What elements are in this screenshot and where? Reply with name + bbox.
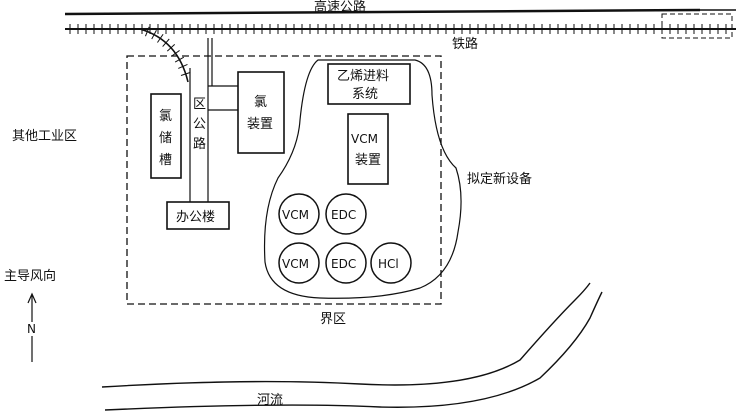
vessel-vcm-1: VCM <box>278 193 320 235</box>
chlorine-unit-line-2: 装置 <box>247 117 273 132</box>
vessel-edc-2: EDC <box>325 242 367 284</box>
highway: 高速公路 <box>64 0 736 16</box>
vessel-vcm-2-label: VCM <box>282 257 309 271</box>
office-building: 办公楼 <box>166 201 230 230</box>
chlorine-tank-char-3: 槽 <box>159 153 172 168</box>
ethylene-feed-system: 乙烯进料 系统 <box>327 63 411 105</box>
highway-label: 高速公路 <box>314 0 366 15</box>
railway-spur-tie <box>166 44 176 52</box>
vessel-vcm-1-label: VCM <box>282 208 309 222</box>
dashed-box-topright <box>661 13 733 39</box>
vcm-unit-line-2: 装置 <box>355 153 381 168</box>
railway-label: 铁路 <box>452 36 478 52</box>
office-label: 办公楼 <box>176 210 215 225</box>
railway: 铁路 <box>65 24 736 52</box>
railway-spur-tie <box>151 29 157 40</box>
vcm-unit: VCM 装置 <box>347 113 389 185</box>
district-road-char-3: 路 <box>193 136 206 152</box>
railway-spur-tie <box>178 63 188 69</box>
chlorine-tank-char-2: 储 <box>159 131 172 146</box>
river: 河流 <box>101 282 603 411</box>
district-road: 区 公 路 <box>189 38 238 202</box>
railway-spur-tie <box>180 71 191 76</box>
district-road-char-1: 区 <box>193 97 206 112</box>
vessel-hcl: HCl <box>370 242 412 284</box>
chlorine-storage-tank: 氯 储 槽 <box>150 93 182 179</box>
ethylene-feed-line-2: 系统 <box>352 87 378 102</box>
proposed-equipment-label: 拟定新设备 <box>467 171 532 187</box>
vessel-edc-1: EDC <box>325 193 367 235</box>
site-boundary <box>126 55 442 305</box>
railway-spur-tie <box>174 56 185 63</box>
boundary-label: 界区 <box>320 312 346 327</box>
north-arrow-icon <box>27 292 37 362</box>
vessel-vcm-2: VCM <box>278 242 320 284</box>
railway-spur-tie <box>162 38 170 47</box>
wind-direction-label: 主导风向 <box>4 268 56 284</box>
railway-spur-tie <box>144 26 150 37</box>
chlorine-unit-line-1: 氯 <box>254 95 267 110</box>
railway-spur-tie <box>171 50 180 57</box>
vessel-edc-2-label: EDC <box>331 257 356 271</box>
railway-spur-tie <box>157 33 164 43</box>
district-road-char-2: 公 <box>193 117 206 132</box>
north-label: N <box>27 322 36 336</box>
other-industry-label: 其他工业区 <box>12 129 77 144</box>
vessel-hcl-label: HCl <box>378 257 399 271</box>
vcm-unit-line-1: VCM <box>351 132 378 146</box>
vessel-edc-1-label: EDC <box>331 208 356 222</box>
railway-spur <box>139 26 191 83</box>
river-label: 河流 <box>257 393 283 408</box>
chlorine-unit: 氯 装置 <box>237 71 285 154</box>
ethylene-feed-line-1: 乙烯进料 <box>337 69 389 84</box>
proposed-equipment-outline <box>263 59 462 299</box>
chlorine-tank-char-1: 氯 <box>159 109 172 124</box>
